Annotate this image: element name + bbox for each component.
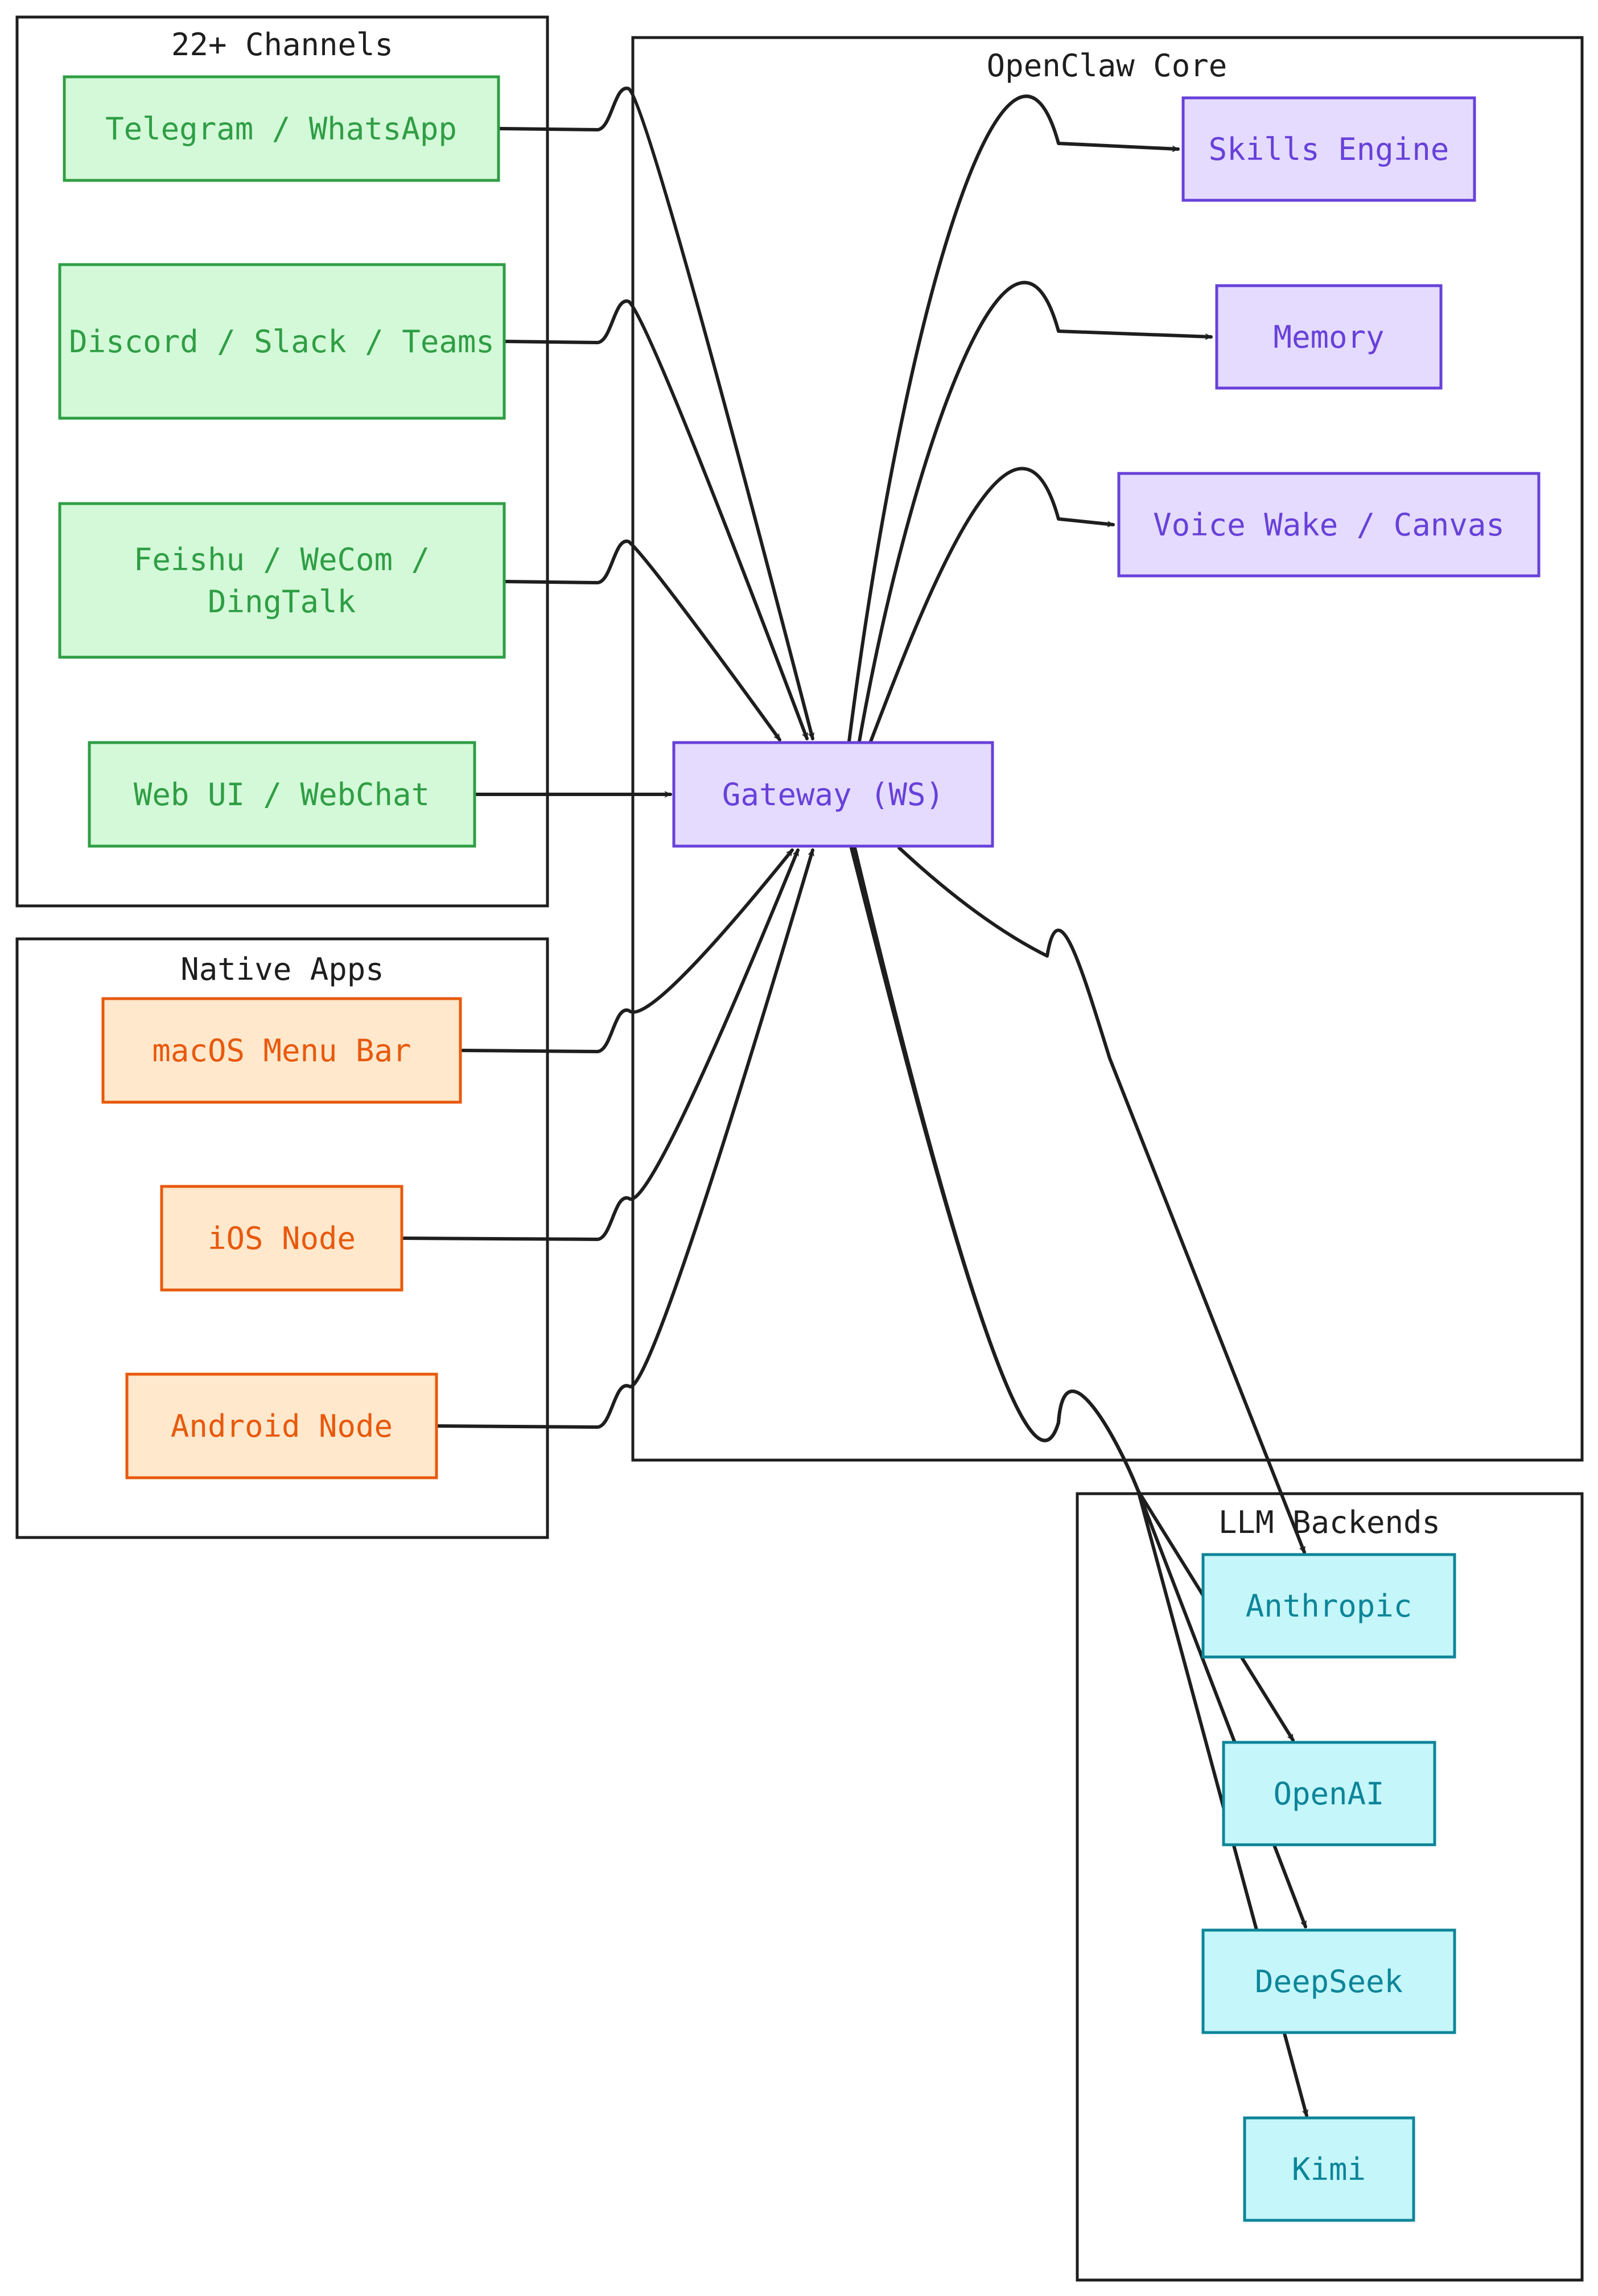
node-label-line: Discord / Slack / Teams xyxy=(69,324,495,360)
node-label-line: Skills Engine xyxy=(1209,131,1449,167)
node-label-kimi: Kimi xyxy=(1292,2151,1366,2187)
node-label-line: DingTalk xyxy=(208,584,356,620)
node-android[interactable]: Android Node xyxy=(125,1372,438,1479)
node-label-line: OpenAI xyxy=(1273,1776,1384,1812)
node-label-deepseek: DeepSeek xyxy=(1255,1964,1403,2000)
node-label-line: Feishu / WeCom / xyxy=(134,542,430,578)
node-ios[interactable]: iOS Node xyxy=(160,1185,403,1292)
node-label-anthropic: Anthropic xyxy=(1246,1588,1412,1624)
node-kimi[interactable]: Kimi xyxy=(1243,2116,1415,2222)
node-label-line: Android Node xyxy=(171,1408,393,1444)
edge-ios-to-gateway xyxy=(400,848,800,1241)
group-title-native: Native Apps xyxy=(180,951,384,987)
group-channels: 22+ Channels xyxy=(15,15,549,908)
node-label-openai: OpenAI xyxy=(1273,1776,1384,1812)
node-deepseek[interactable]: DeepSeek xyxy=(1201,1928,1456,2034)
node-label-gateway: Gateway (WS) xyxy=(722,777,944,813)
node-label-voice: Voice Wake / Canvas xyxy=(1153,507,1505,543)
node-label-line: iOS Node xyxy=(208,1221,356,1256)
node-anthropic[interactable]: Anthropic xyxy=(1201,1553,1456,1659)
node-label-line: Voice Wake / Canvas xyxy=(1153,507,1505,543)
edge-android-to-gateway xyxy=(435,848,814,1429)
node-gateway[interactable]: Gateway (WS) xyxy=(672,741,994,848)
node-label-line: Web UI / WebChat xyxy=(134,777,430,813)
node-label-line: Kimi xyxy=(1292,2151,1366,2187)
node-label-android: Android Node xyxy=(171,1408,393,1444)
node-label-feishu: Feishu / WeCom / DingTalk xyxy=(134,542,430,620)
edge-telegram-to-gateway xyxy=(497,86,814,740)
edge-gateway-to-skills xyxy=(847,94,1180,743)
edge-gateway-to-anthropic xyxy=(897,846,1306,1554)
node-label-discord: Discord / Slack / Teams xyxy=(69,324,495,360)
node-openai[interactable]: OpenAI xyxy=(1222,1741,1436,1846)
edge-gateway-to-voice xyxy=(869,467,1115,743)
node-memory[interactable]: Memory xyxy=(1215,284,1443,390)
node-voice-wake[interactable]: Voice Wake / Canvas xyxy=(1117,472,1541,578)
group-openclaw-core: OpenClaw Core xyxy=(631,36,1584,1462)
node-label-line: Telegram / WhatsApp xyxy=(105,111,457,147)
node-label-memory: Memory xyxy=(1273,319,1384,355)
node-label-line: Memory xyxy=(1273,319,1384,355)
node-telegram[interactable]: Telegram / WhatsApp xyxy=(63,75,500,182)
node-feishu[interactable]: Feishu / WeCom / DingTalk xyxy=(58,502,506,659)
group-title-channels: 22+ Channels xyxy=(171,27,393,63)
edge-discord-to-gateway xyxy=(503,299,809,740)
edge-gateway-to-memory xyxy=(858,281,1213,743)
node-label-skills: Skills Engine xyxy=(1209,131,1449,167)
edge-gateway-to-kimi xyxy=(850,846,1308,2117)
node-macos[interactable]: macOS Menu Bar xyxy=(101,997,462,1104)
edge-feishu-to-gateway xyxy=(503,539,781,741)
node-label-macos: macOS Menu Bar xyxy=(152,1033,411,1069)
node-label-ios: iOS Node xyxy=(208,1221,356,1256)
edge-macos-to-gateway xyxy=(459,848,794,1053)
group-title-core: OpenClaw Core xyxy=(987,48,1228,84)
group-llm-backends: LLM Backends xyxy=(1076,1492,1584,2282)
node-label-line: DeepSeek xyxy=(1255,1964,1403,2000)
node-label-line: Anthropic xyxy=(1246,1588,1412,1624)
node-label-telegram: Telegram / WhatsApp xyxy=(105,111,457,147)
node-webui[interactable]: Web UI / WebChat xyxy=(88,741,476,848)
edges-layer xyxy=(400,86,1308,2117)
group-title-llm: LLM Backends xyxy=(1218,1504,1440,1540)
node-label-line: macOS Menu Bar xyxy=(152,1033,411,1069)
node-discord[interactable]: Discord / Slack / Teams xyxy=(58,263,506,420)
node-label-webui: Web UI / WebChat xyxy=(134,777,430,813)
node-skills-engine[interactable]: Skills Engine xyxy=(1181,96,1476,202)
node-label-line: Gateway (WS) xyxy=(722,777,944,813)
